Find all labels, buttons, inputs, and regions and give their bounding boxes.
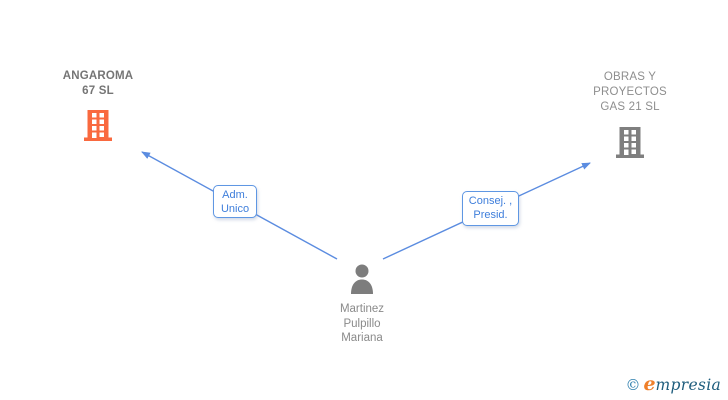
person-name-line: Pulpillo: [343, 317, 381, 330]
empresia-logo[interactable]: ©empresia: [625, 373, 721, 395]
company-name-line: GAS 21 SL: [600, 101, 660, 113]
company-name: OBRAS Y PROYECTOS GAS 21 SL: [568, 70, 692, 115]
relation-label-line: Presid.: [473, 208, 508, 221]
building-icon[interactable]: [616, 127, 644, 158]
company-name-line: ANGAROMA: [62, 70, 134, 82]
person-name-line: Mariana: [341, 332, 383, 344]
person-name-line: Martinez: [339, 303, 385, 315]
company-name-line: 67 SL: [82, 85, 114, 97]
person-icon[interactable]: [347, 264, 377, 294]
building-icon[interactable]: [84, 110, 112, 141]
company-node-angaroma[interactable]: ANGAROMA 67 SL: [36, 69, 160, 141]
person-node-martinez-pulpillo-mariana[interactable]: Martinez Pulpillo Mariana: [302, 264, 422, 346]
relation-label-consej-presid[interactable]: Consej. , Presid.: [462, 191, 519, 226]
relation-label-line: Unico: [220, 202, 250, 215]
company-name-line: OBRAS Y: [603, 71, 657, 83]
relation-label-adm-unico[interactable]: Adm. Unico: [213, 185, 257, 218]
logo-wordmark: mpresia: [655, 376, 721, 394]
relation-label-line: Adm.: [222, 189, 248, 201]
company-name: ANGAROMA 67 SL: [36, 69, 160, 99]
company-node-obras-y-proyectos[interactable]: OBRAS Y PROYECTOS GAS 21 SL: [568, 70, 692, 158]
logo-letter-e: e: [643, 373, 656, 395]
company-name-line: PROYECTOS: [593, 86, 667, 98]
copyright-icon: ©: [625, 376, 641, 394]
person-name: Martinez Pulpillo Mariana: [302, 302, 422, 346]
relation-label-line: Consej. ,: [468, 195, 513, 207]
